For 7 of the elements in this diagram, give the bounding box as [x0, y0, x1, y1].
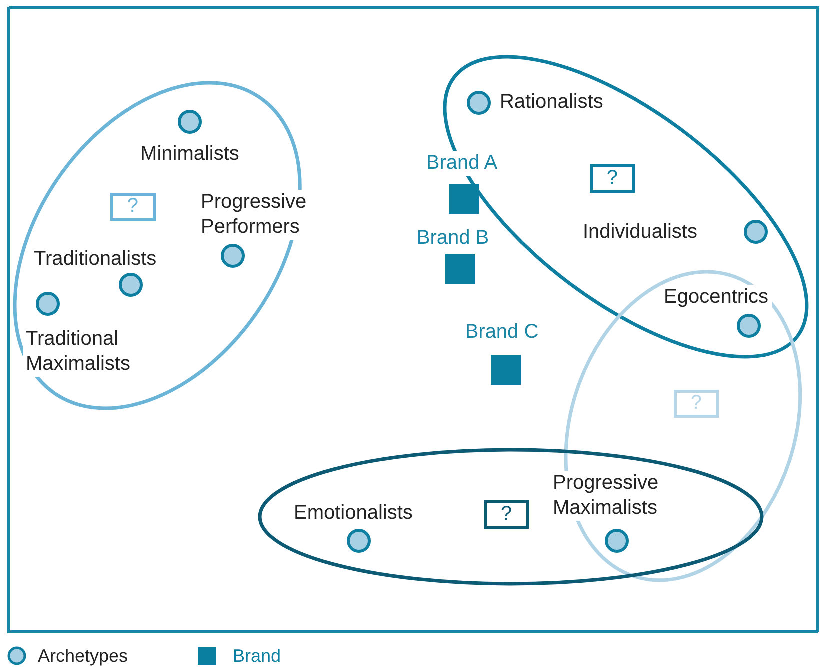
- archetype-label: Egocentrics: [661, 285, 772, 310]
- unknown-brand-box: ?: [674, 390, 719, 418]
- unknown-brand-box: ?: [590, 164, 635, 193]
- legend-label: Brand: [233, 645, 282, 667]
- legend-label: Archetypes: [38, 645, 128, 667]
- unknown-brand-box: ?: [110, 192, 156, 221]
- unknown-brand-box: ?: [484, 500, 529, 529]
